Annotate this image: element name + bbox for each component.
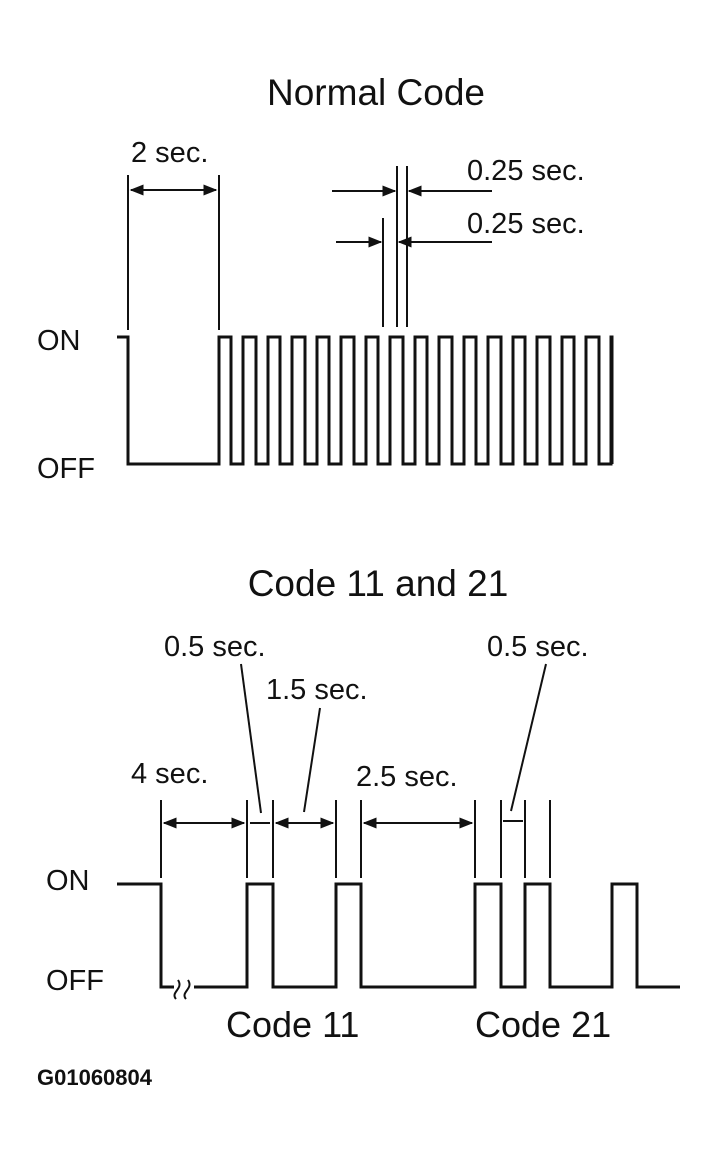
code-dim-05-left-label: 0.5 sec. — [164, 631, 266, 663]
code-11-label: Code 11 — [226, 1004, 359, 1045]
time-break-symbol — [173, 979, 191, 1000]
code-dim-05-right-label: 0.5 sec. — [487, 631, 589, 663]
code-leader-05-left — [240, 663, 262, 814]
code-on-label: ON — [46, 865, 90, 897]
normal-dim-2sec-label: 2 sec. — [131, 137, 208, 169]
normal-on-label: ON — [37, 325, 81, 357]
code-21-label: Code 21 — [475, 1004, 611, 1045]
code-dim-15-label: 1.5 sec. — [266, 674, 368, 706]
code-off-label: OFF — [46, 965, 104, 997]
normal-off-label: OFF — [37, 453, 95, 485]
normal-dim-025b-label: 0.25 sec. — [467, 208, 585, 240]
code-11-21-title: Code 11 and 21 — [248, 563, 509, 604]
code-dim-4sec-label: 4 sec. — [131, 758, 208, 790]
normal-dim-025a-label: 0.25 sec. — [467, 155, 585, 187]
normal-code-waveform — [117, 335, 614, 466]
code-dim-25-label: 2.5 sec. — [356, 761, 458, 793]
code-leader-05-right — [510, 663, 547, 812]
code-leader-15 — [303, 707, 321, 813]
figure-id: G01060804 — [37, 1065, 153, 1090]
code-11-21-waveform — [117, 882, 680, 989]
normal-code-title: Normal Code — [267, 72, 485, 113]
